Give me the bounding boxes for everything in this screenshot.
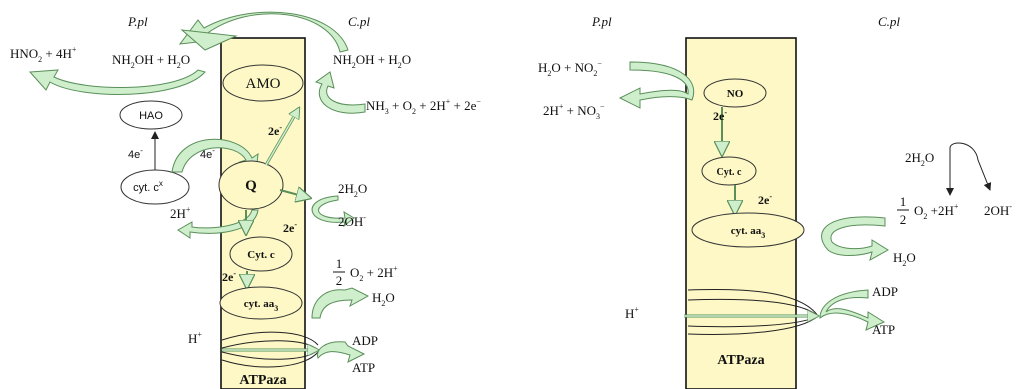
right-o2-formula: O2 +2H+ xyxy=(914,202,959,221)
left-cytaa3-label: cyt. aa3 xyxy=(244,298,279,313)
right-atpase-line-1 xyxy=(687,288,819,317)
left-nh2oh-cpl-formula: NH2OH + H2O xyxy=(333,52,411,70)
right-h2o: H2O xyxy=(893,250,916,268)
right-no3: 2H+ + NO3− xyxy=(543,102,605,121)
left-adp: ADP xyxy=(352,333,378,348)
right-no-enzyme xyxy=(703,78,767,108)
right-adp-to-atp-arrow xyxy=(819,289,886,331)
right-h2o-no2: H2O + NO2− xyxy=(538,59,602,78)
right-no-label: NO xyxy=(727,88,744,100)
left-cytc-enzyme xyxy=(229,236,293,272)
left-cytc-label: Cyt. c xyxy=(247,249,275,261)
left-amo-label: AMO xyxy=(245,76,280,92)
left-hao-enzyme xyxy=(119,100,183,130)
left-water-to-oh-arrow xyxy=(311,195,355,228)
left-nh2oh-to-hno2-arrow xyxy=(28,69,206,95)
left-atpase-line-1 xyxy=(221,331,319,346)
left-label-cpl: C.pl xyxy=(348,14,370,29)
right-cytc-enzyme xyxy=(701,156,757,186)
right-2e-label-b: 2e- xyxy=(758,192,772,207)
left-nh2oh-formula: NH2OH + H2O xyxy=(112,52,190,70)
right-atp: ATP xyxy=(872,322,895,337)
right-cytaa3-label: cyt. aa3 xyxy=(731,225,766,240)
left-4e-label-b: 4e- xyxy=(200,146,215,161)
left-amo-enzyme xyxy=(222,64,304,102)
left-cytcx-label: cyt. cx xyxy=(133,179,163,194)
left-atpase-label: ATPaza xyxy=(239,373,286,388)
left-quinone-pool xyxy=(218,160,284,210)
left-2e-label-a: 2e- xyxy=(268,123,282,138)
left-2h2o: 2H2O xyxy=(338,181,367,199)
left-nh3-to-nh2oh-arrow xyxy=(314,71,366,114)
left-o2-to-water-arrow xyxy=(311,287,370,319)
right-label-ppl: P.pl xyxy=(591,14,612,29)
right-hplus: H+ xyxy=(625,305,639,321)
left-o2-formula: O2 + 2H+ xyxy=(350,264,398,283)
left-4e-label-a: 4e- xyxy=(128,146,143,161)
right-half-den: 2 xyxy=(900,212,907,227)
left-hao-label: HAO xyxy=(139,110,163,122)
left-half-den: 2 xyxy=(336,273,343,288)
right-o2-to-water-arrow xyxy=(821,216,889,261)
right-adp: ADP xyxy=(872,284,898,299)
left-adp-to-atp-arrow xyxy=(316,341,366,363)
right-2e-label-a: 2e- xyxy=(713,108,727,123)
left-label-ppl: P.pl xyxy=(127,14,148,29)
right-water-to-oh-arrow xyxy=(949,142,992,191)
left-atp: ATP xyxy=(352,360,375,375)
left-2hplus: 2H+ xyxy=(170,205,191,221)
left-h2o: H2O xyxy=(372,290,395,308)
right-2oh: 2OH- xyxy=(984,202,1012,218)
left-2oh: 2OH- xyxy=(338,213,366,229)
left-q-label: Q xyxy=(245,178,257,194)
left-2e-label-b: 2e- xyxy=(283,220,297,235)
left-nh3-formula: NH3 + O2 + 2H+ + 2e− xyxy=(366,97,481,116)
left-hno2-formula: HNO2 + 4H+ xyxy=(10,45,77,64)
left-half-num: 1 xyxy=(336,256,343,271)
right-half-num: 1 xyxy=(900,194,907,209)
right-nitrite-arrow xyxy=(618,61,695,109)
right-cytc-label: Cyt. c xyxy=(717,167,743,178)
left-top-arrowhead xyxy=(180,29,238,51)
left-hplus: H+ xyxy=(188,330,202,346)
right-2h2o: 2H2O xyxy=(905,150,934,168)
right-label-cpl: C.pl xyxy=(878,14,900,29)
right-atpase-label: ATPaza xyxy=(717,353,764,368)
left-q-to-water-arrow xyxy=(279,190,310,198)
left-cytaa3-enzyme xyxy=(219,286,303,320)
right-cytaa3-enzyme xyxy=(691,212,805,248)
left-2e-label-c: 2e- xyxy=(222,269,236,284)
